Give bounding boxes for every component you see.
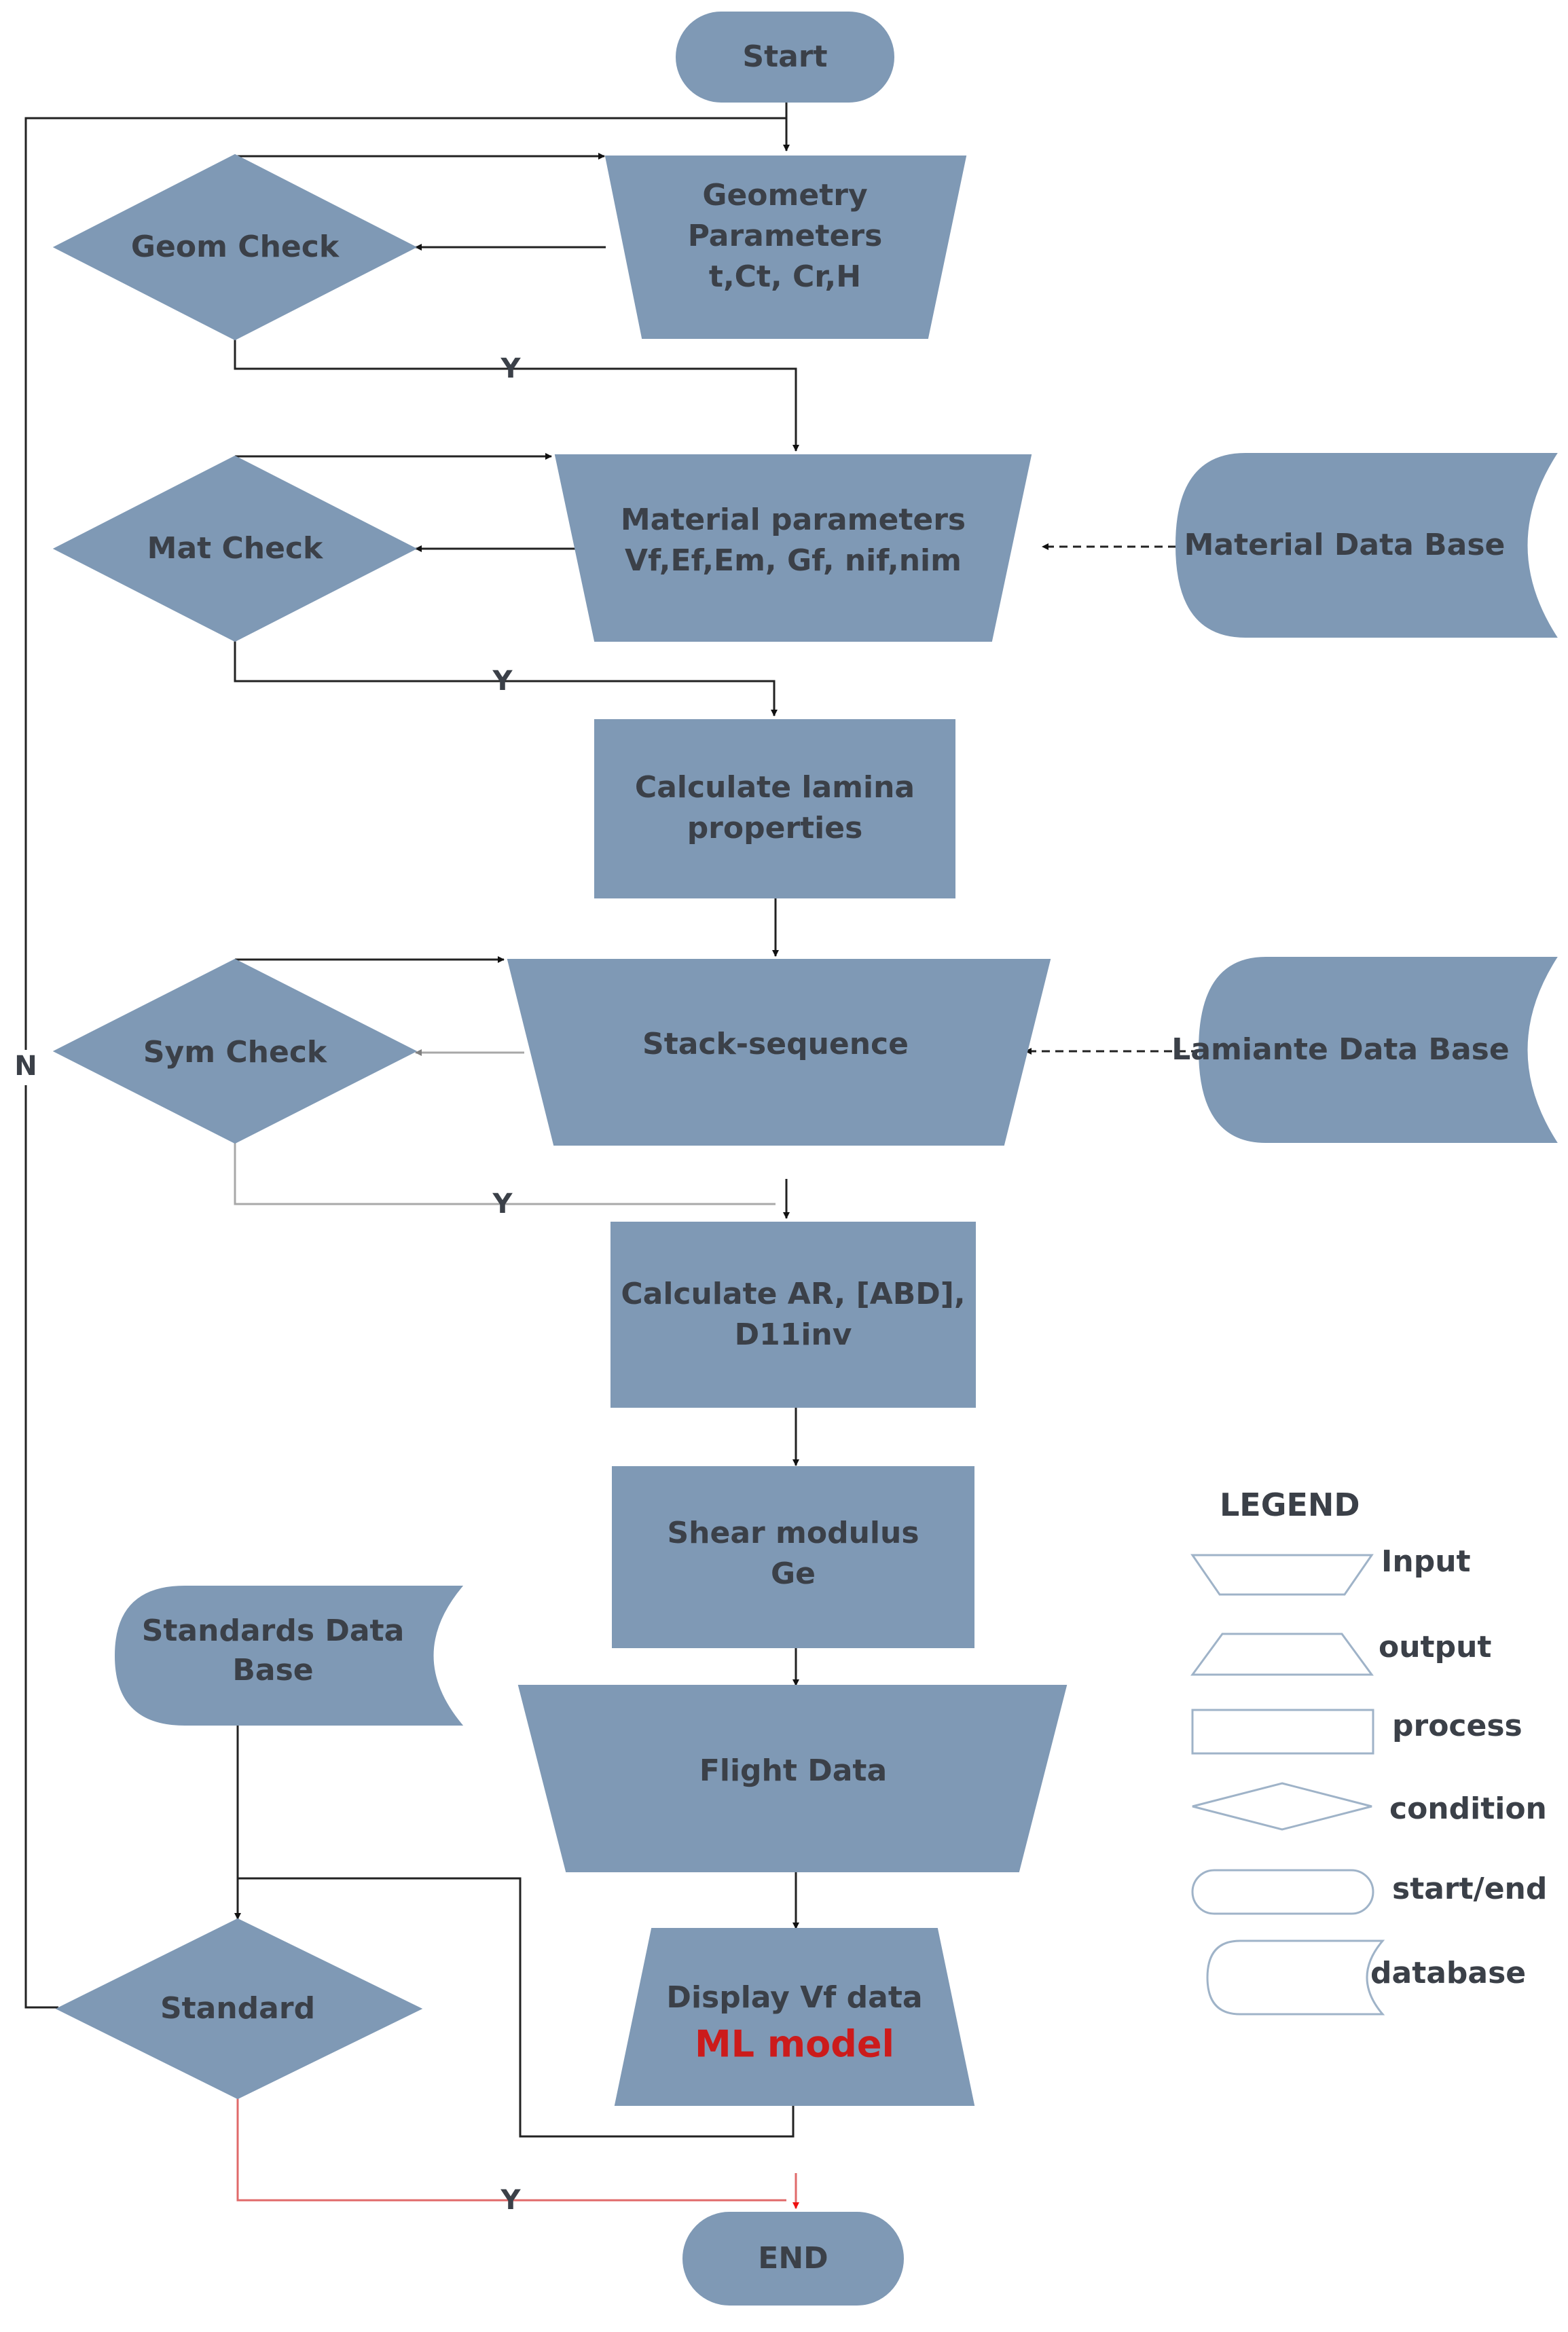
legend-condition-shape	[1192, 1782, 1372, 1831]
legend-startend-shape	[1191, 1869, 1374, 1915]
legend-process-label: process	[1392, 1709, 1523, 1743]
node-mat-check: Mat Check	[52, 455, 418, 642]
lamina-line-2: properties	[687, 811, 863, 845]
node-laminate-database: Lamiante Data Base	[1171, 957, 1558, 1143]
node-material-parameters: Material parameters Vf,Ef,Em, Gf, nif,ni…	[554, 454, 1032, 642]
node-calculate-lamina: Calculate lamina properties	[594, 719, 955, 898]
label-standard-no: N	[14, 1051, 37, 1082]
node-material-database: Material Data Base	[1175, 453, 1558, 638]
shear-line-2: Ge	[771, 1556, 816, 1591]
legend-input-shape	[1190, 1554, 1374, 1596]
legend-startend-label: start/end	[1392, 1872, 1547, 1906]
node-end: END	[682, 2212, 904, 2306]
node-start-label: Start	[742, 39, 827, 74]
shear-line-1: Shear modulus	[667, 1516, 919, 1550]
node-stack-sequence: Stack-sequence	[507, 959, 1051, 1146]
geom-check-label: Geom Check	[131, 230, 340, 264]
node-sym-check: Sym Check	[52, 958, 418, 1144]
abd-line-1: Calculate AR, [ABD],	[621, 1277, 965, 1311]
ml-model-label: ML model	[695, 2023, 894, 2066]
edge-standard-yes	[236, 2097, 786, 2202]
edge-geomcheck-yes	[234, 340, 799, 452]
legend-output-shape	[1190, 1633, 1374, 1676]
legend: LEGEND Input output process condition st…	[1190, 1487, 1547, 2016]
sym-check-label: Sym Check	[143, 1035, 328, 1070]
label-geomcheck-yes: Y	[500, 353, 522, 384]
node-flight-data: Flight Data	[517, 1685, 1068, 1872]
geometry-line-2: Parameters	[688, 219, 883, 253]
legend-condition-label: condition	[1389, 1791, 1547, 1826]
edge-display-to-standard	[238, 1877, 795, 2138]
legend-output-label: output	[1379, 1630, 1491, 1664]
node-geometry-parameters: Geometry Parameters t,Ct, Cr,H	[604, 156, 967, 339]
laminate-database-label: Lamiante Data Base	[1171, 1032, 1509, 1067]
standards-db-line-1: Standards Data	[142, 1614, 405, 1648]
node-calculate-abd: Calculate AR, [ABD], D11inv	[610, 1222, 976, 1408]
legend-database-shape	[1206, 1939, 1385, 2016]
label-matcheck-yes: Y	[492, 666, 513, 697]
node-end-label: END	[758, 2241, 828, 2276]
node-standard: Standard	[55, 1918, 423, 2100]
lamina-line-1: Calculate lamina	[635, 770, 915, 805]
material-line-2: Vf,Ef,Em, Gf, nif,nim	[625, 543, 962, 578]
node-shear-modulus: Shear modulus Ge	[612, 1466, 974, 1648]
standards-db-line-2: Base	[232, 1653, 313, 1688]
edge-symcheck-yes	[234, 1143, 776, 1205]
geometry-line-3: t,Ct, Cr,H	[709, 259, 861, 294]
connectors	[24, 102, 1199, 2209]
material-database-label: Material Data Base	[1184, 528, 1506, 562]
legend-input-label: Input	[1381, 1544, 1471, 1579]
standard-label: Standard	[160, 1991, 315, 2026]
stack-sequence-label: Stack-sequence	[642, 1027, 909, 1061]
node-display-vf-data: Display Vf data ML model	[614, 1928, 975, 2106]
label-standard-yes: Y	[500, 2185, 522, 2216]
node-standards-database: Standards Data Base	[114, 1586, 464, 1726]
mat-check-label: Mat Check	[147, 531, 324, 566]
node-start: Start	[676, 12, 894, 103]
node-geom-check: Geom Check	[52, 153, 418, 341]
geometry-line-1: Geometry	[702, 178, 867, 213]
material-line-1: Material parameters	[621, 503, 966, 537]
abd-line-2: D11inv	[735, 1317, 852, 1352]
legend-title: LEGEND	[1220, 1487, 1360, 1523]
flight-data-label: Flight Data	[699, 1753, 887, 1788]
legend-database-label: database	[1370, 1956, 1526, 1990]
legend-process-shape	[1191, 1709, 1374, 1755]
label-symcheck-yes: Y	[492, 1188, 513, 1220]
edge-matcheck-yes	[234, 641, 778, 716]
display-label: Display Vf data	[666, 1980, 922, 2015]
edge-labels: Y Y Y Y N	[14, 353, 522, 2216]
